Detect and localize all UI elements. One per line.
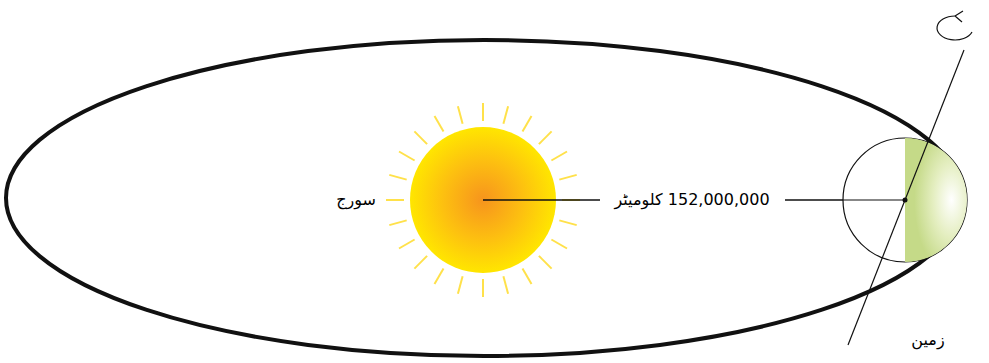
- sun-ray: [539, 256, 552, 269]
- sun-ray: [523, 268, 532, 284]
- earth-label: زمین: [911, 330, 944, 349]
- sun-ray: [503, 276, 508, 293]
- sun-ray: [559, 175, 576, 180]
- sun-ray: [539, 131, 552, 144]
- sun-ray: [414, 256, 427, 269]
- sun-ray: [414, 131, 427, 144]
- sun-ray: [503, 106, 508, 123]
- rotation-arrow: [937, 16, 972, 40]
- earth-axis: [848, 50, 964, 345]
- rotation-arrowhead: [955, 11, 963, 22]
- orbit-ellipse: [6, 40, 962, 356]
- sun-ray: [389, 175, 406, 180]
- earth-equator: [843, 199, 905, 200]
- sun-ray: [399, 240, 415, 249]
- distance-line: [785, 199, 905, 201]
- sun-ray: [523, 116, 532, 132]
- sun-label: سورج: [336, 190, 376, 209]
- sun-ray: [482, 279, 484, 297]
- distance-label: 152,000,000 کلومیٹر: [610, 190, 773, 209]
- sun-ray: [389, 220, 406, 225]
- distance-line: [483, 199, 600, 201]
- sun-ray: [458, 276, 463, 293]
- sun-ray: [559, 220, 576, 225]
- sun-ray: [386, 199, 404, 201]
- sun-ray: [482, 103, 484, 121]
- sun-ray: [435, 116, 444, 132]
- earth-day-half: [905, 138, 967, 262]
- sun-ray: [551, 152, 567, 161]
- sun-ray: [458, 106, 463, 123]
- sun-ray: [399, 152, 415, 161]
- sun-ray: [551, 240, 567, 249]
- sun-ray: [435, 268, 444, 284]
